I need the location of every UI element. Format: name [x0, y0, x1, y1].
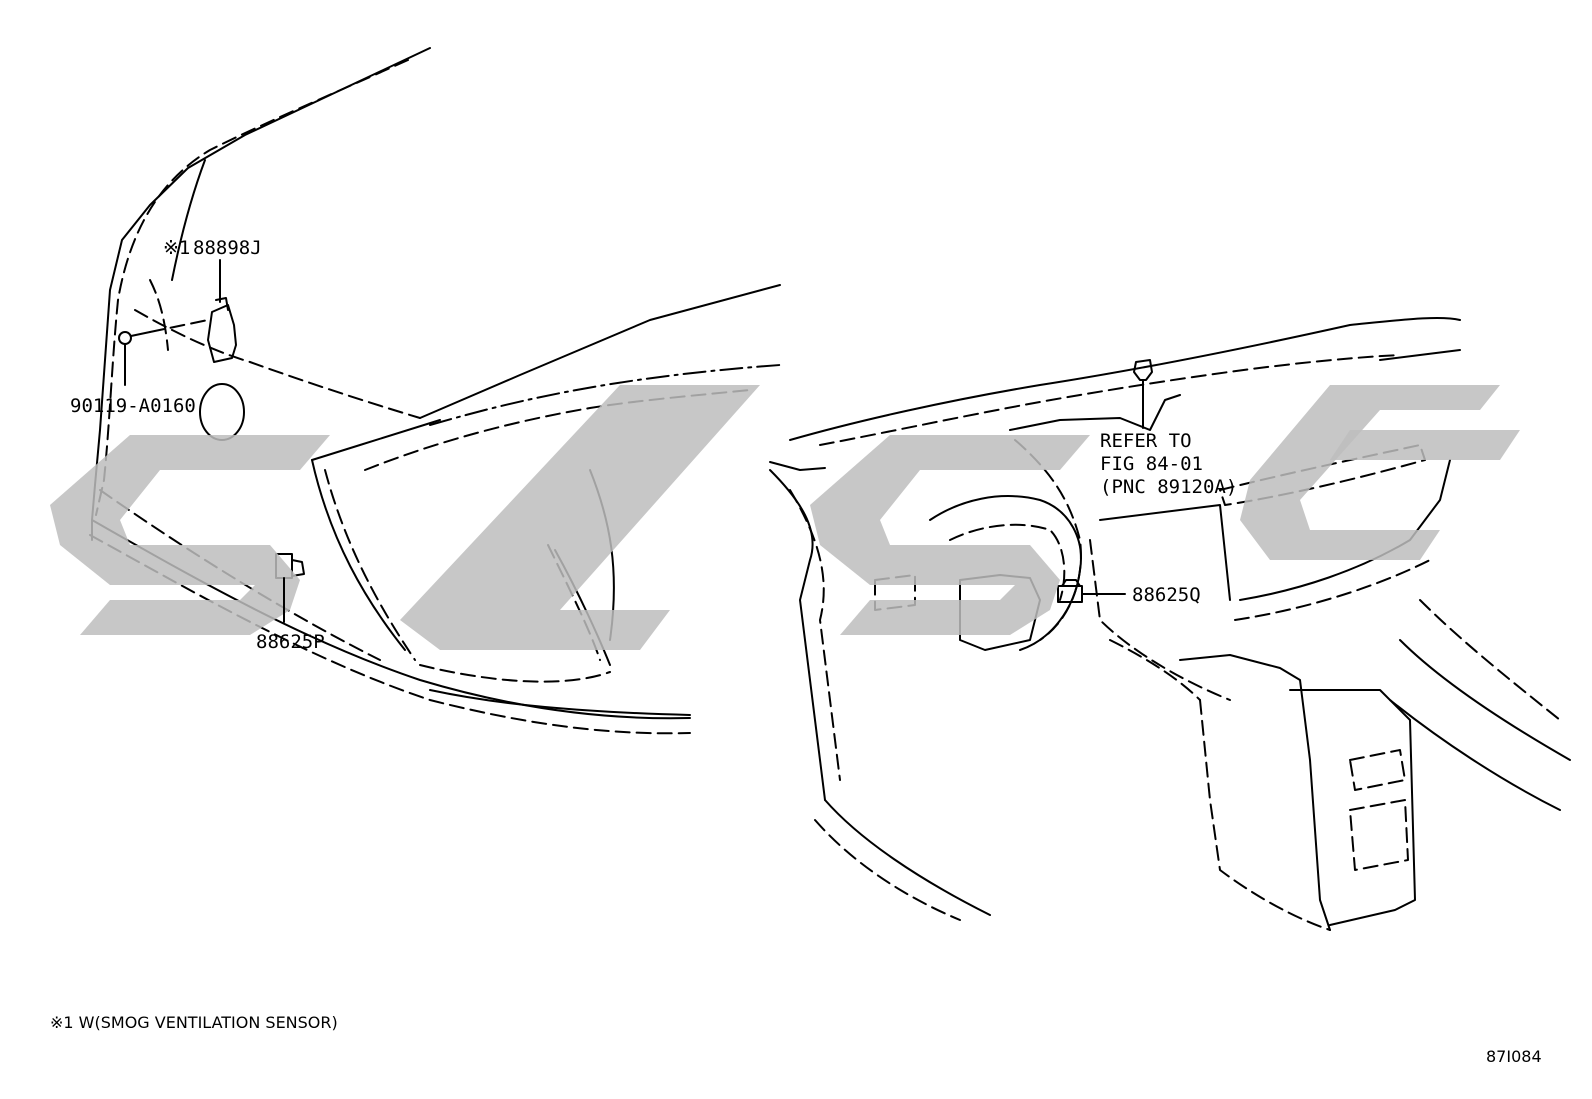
leader-lines [124, 259, 1144, 623]
footnote: ※1 W(SMOG VENTILATION SENSOR) [50, 1013, 338, 1032]
sensor-part-label[interactable]: 88898J [193, 237, 262, 259]
dash-connector-part-label[interactable]: 88625Q [1132, 584, 1201, 606]
sensor-mark-label: ※1 [163, 237, 190, 259]
refer-label-line3[interactable]: (PNC 89120A) [1100, 476, 1237, 498]
bolt-part-label[interactable]: 90119-A0160 [70, 395, 196, 417]
watermark-logo [50, 385, 1520, 650]
figure-id: 87I084 [1486, 1047, 1542, 1066]
refer-label-line2[interactable]: FIG 84-01 [1100, 453, 1203, 475]
front-connector-part-label[interactable]: 88625P [256, 631, 325, 653]
refer-label-line1: REFER TO [1100, 430, 1192, 452]
